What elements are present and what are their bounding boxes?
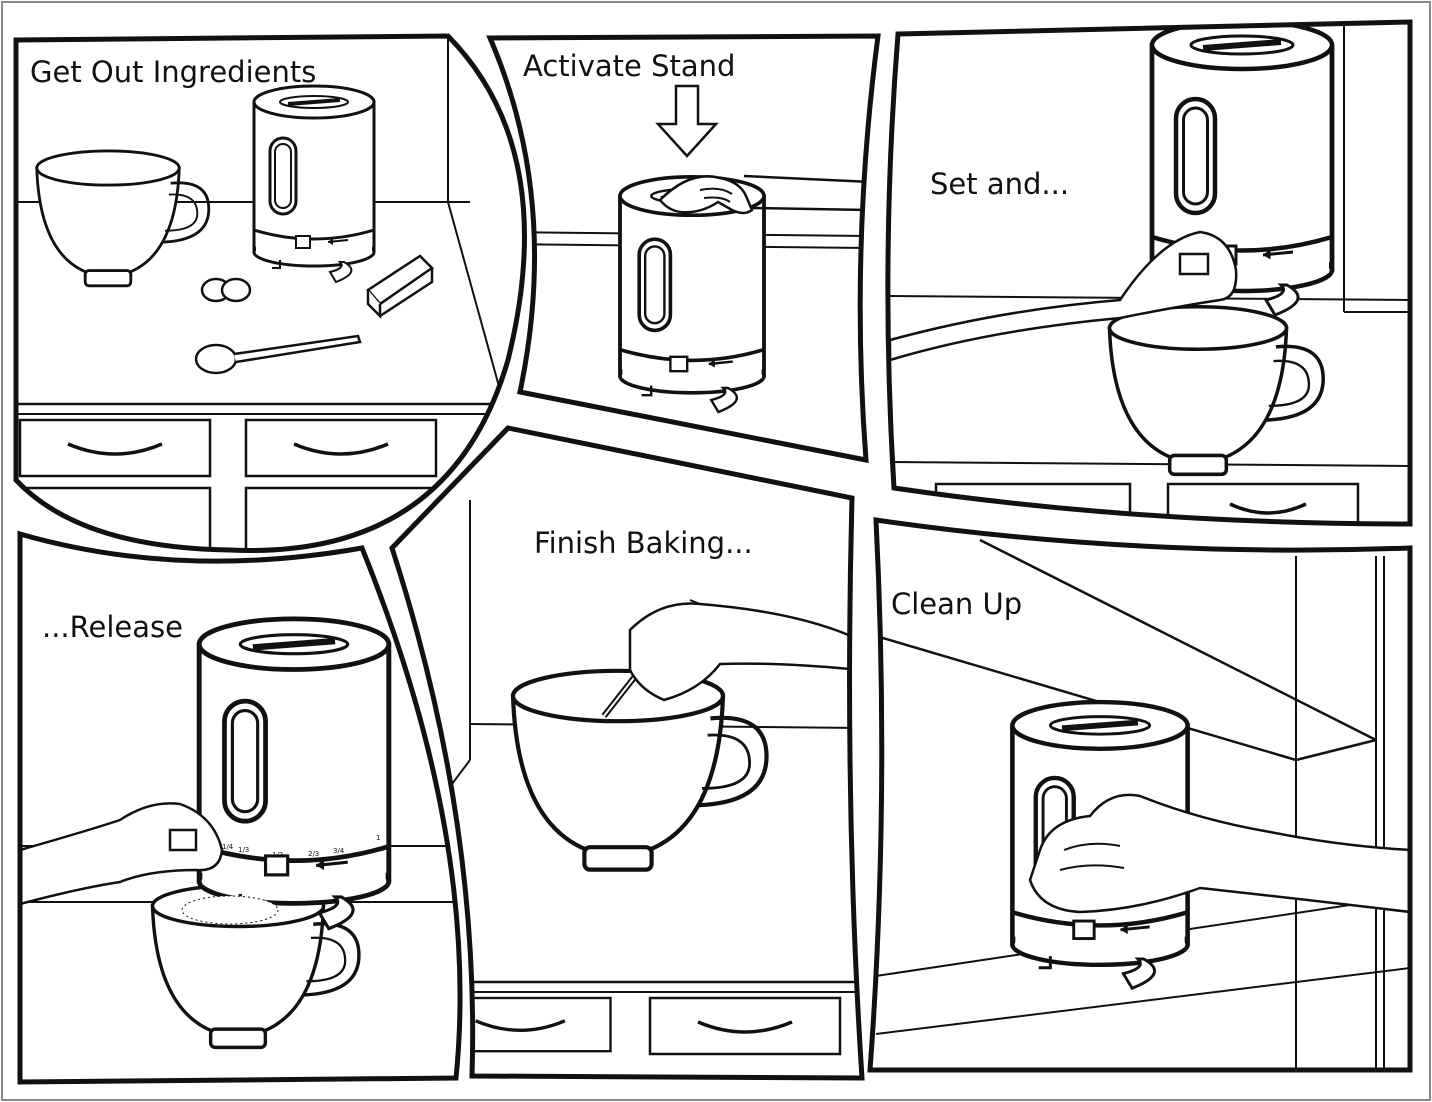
panel-5 xyxy=(389,425,865,1081)
panel-2-caption: Activate Stand xyxy=(523,49,736,83)
panel-5-caption: Finish Baking... xyxy=(534,526,753,560)
panel-1 xyxy=(13,33,527,553)
panel-4-caption: ...Release xyxy=(42,610,183,644)
panel-1-caption: Get Out Ingredients xyxy=(30,55,317,89)
panel-4 xyxy=(17,530,463,1085)
dial-mark-3: 1/2 xyxy=(272,851,283,859)
panel-6 xyxy=(867,517,1413,1073)
dial-mark-4: 2/3 xyxy=(308,850,319,858)
dial-mark-5: 3/4 xyxy=(333,847,345,855)
panel-3 xyxy=(885,19,1413,527)
panel-3-caption: Set and... xyxy=(930,167,1070,201)
panel-2 xyxy=(486,33,881,464)
dial-mark-6: 1 xyxy=(376,834,380,842)
dial-mark-1: 1/4 xyxy=(222,843,234,851)
panel-6-caption: Clean Up xyxy=(891,587,1023,621)
dial-mark-2: 1/3 xyxy=(238,846,249,854)
dial-markings: 1/4 1/3 1/2 2/3 3/4 1 xyxy=(222,834,380,859)
